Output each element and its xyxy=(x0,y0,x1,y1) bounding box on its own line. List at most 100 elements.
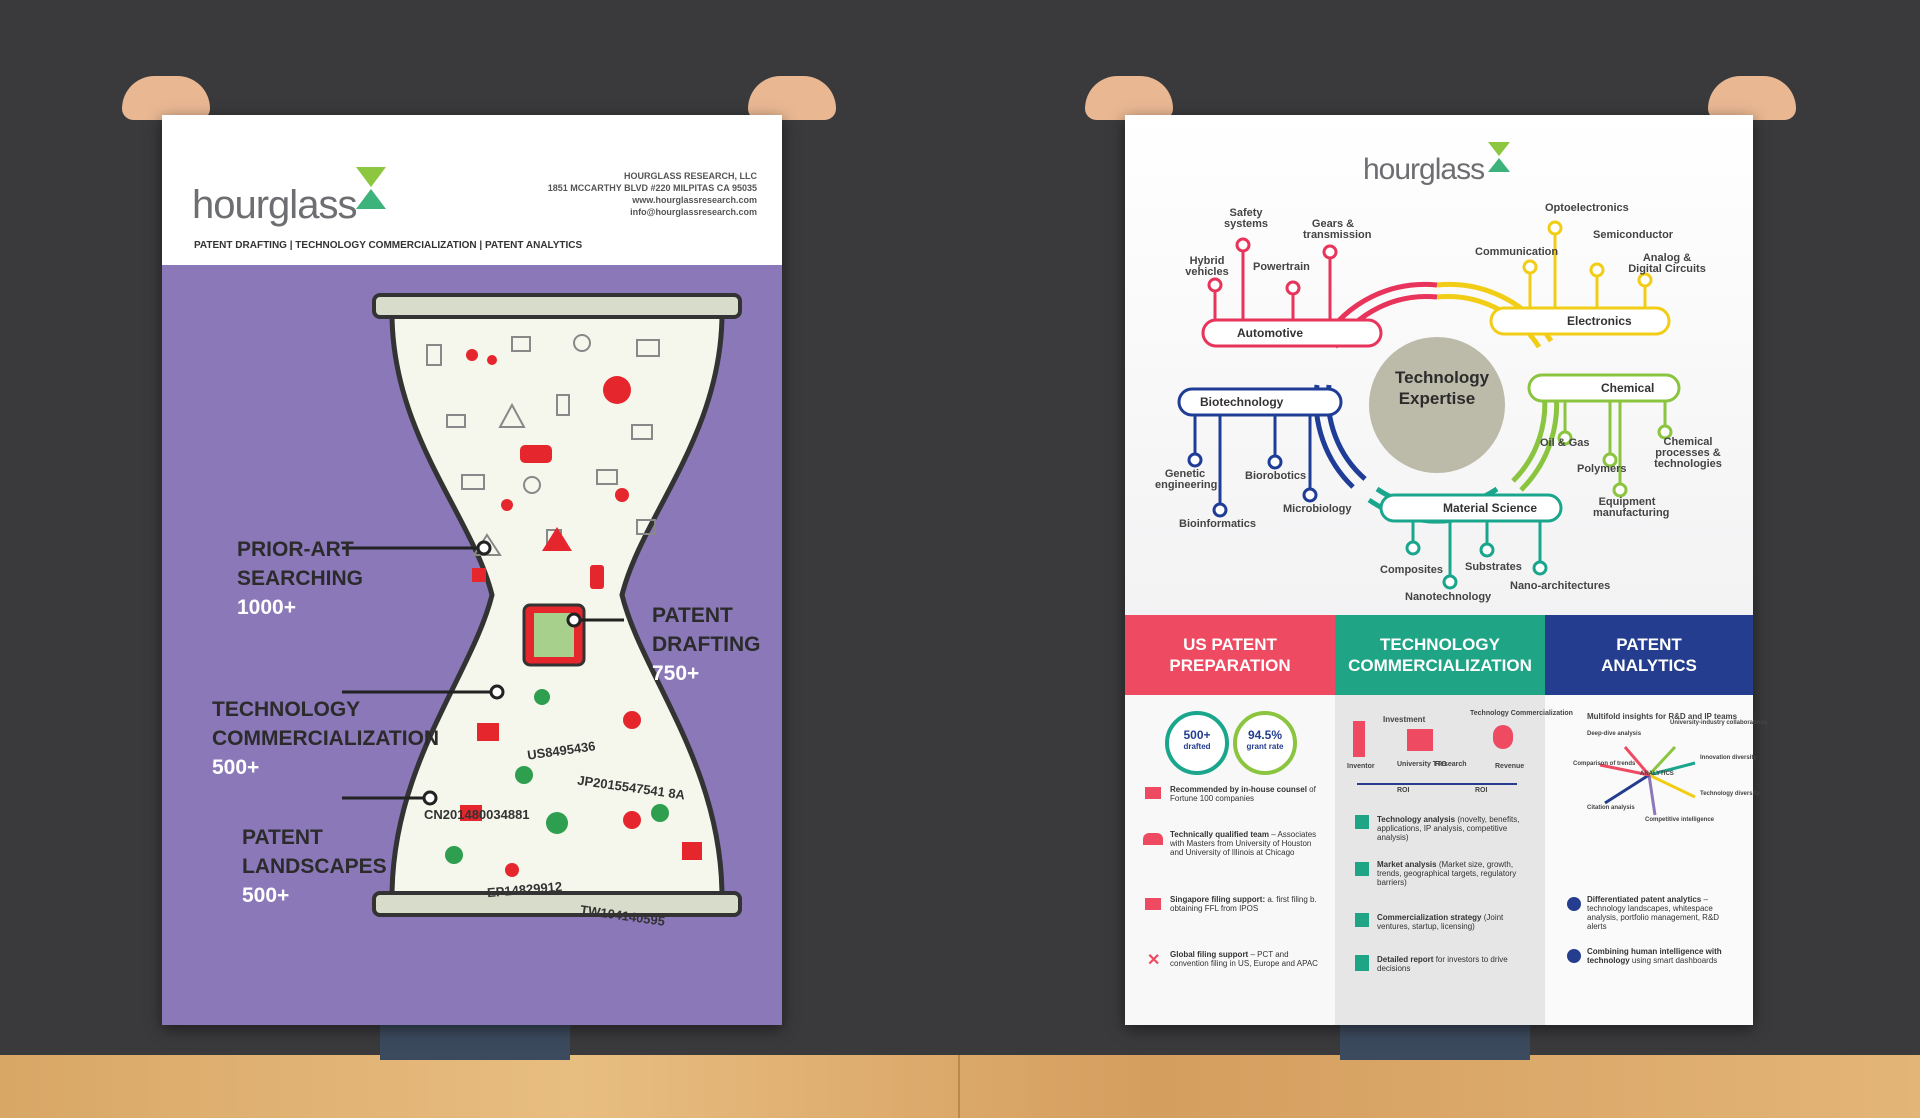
tc-university-icon xyxy=(1407,729,1433,751)
node-composites: Composites xyxy=(1380,564,1443,576)
team-icon xyxy=(1143,833,1163,845)
label-landscapes-1: PATENT xyxy=(242,826,323,849)
tech-comm-header xyxy=(1335,615,1545,695)
analytics-hex-diagram xyxy=(1599,745,1696,816)
analytics-center: ANALYTICS xyxy=(1640,771,1674,777)
us-feature-3-text: a. first filing b. obtaining FFL from IP… xyxy=(1170,895,1317,913)
chart-icon xyxy=(1355,815,1369,829)
thumbs-up-icon xyxy=(1145,787,1161,799)
tc-roi-line xyxy=(1357,783,1517,785)
node-genetic-engineering: Genetic engineering xyxy=(1155,468,1218,491)
tc-label: Technology Commercialization xyxy=(1470,710,1573,717)
analytics-node-3: Innovation diversity xyxy=(1700,755,1757,761)
analytics-intro: Multifold insights for R&D and IP teams xyxy=(1587,712,1738,721)
strategy-icon xyxy=(1355,913,1369,927)
label-drafting-count: 750+ xyxy=(652,662,700,685)
hourglass-logo-icon-2 xyxy=(1488,142,1510,172)
tc-university: University TTO xyxy=(1397,761,1447,768)
clipboard-icon xyxy=(1355,955,1369,971)
node-bioinformatics: Bioinformatics xyxy=(1179,518,1257,530)
label-prior-art-2: SEARCHING xyxy=(237,567,364,590)
legs-right xyxy=(1340,1020,1530,1060)
node-chemical-processes: Chemical processes & technologies xyxy=(1654,436,1722,470)
hand-left-1 xyxy=(122,76,210,120)
brand-logo-text-2: hourglass xyxy=(1363,153,1485,186)
category-chemical: Chemical xyxy=(1601,381,1655,395)
us-feature-4-bold: Global filing support xyxy=(1170,950,1249,959)
label-drafting-1: PATENT xyxy=(652,604,733,627)
label-landscapes-2: LANDSCAPES xyxy=(242,855,387,878)
analytics-node-1: Deep-dive analysis xyxy=(1587,731,1642,737)
stat-drafted-value: 500+ xyxy=(1183,728,1211,742)
label-drafting-2: DRAFTING xyxy=(652,633,761,656)
us-feature-4-text: – PCT and convention filing in US, Europ… xyxy=(1170,950,1318,968)
company-website: www.hourglassresearch.com xyxy=(632,195,757,205)
wooden-floor xyxy=(0,1055,1920,1118)
us-patent-header xyxy=(1125,615,1335,695)
tc-roi-1: ROI xyxy=(1397,787,1410,794)
hourglass-illustration xyxy=(342,293,742,917)
label-tech-comm-2: COMMERCIALIZATION xyxy=(212,727,440,750)
folder-icon xyxy=(1145,898,1161,910)
us-feature-1-bold: Recommended by in-house counsel xyxy=(1170,785,1307,794)
tech-comm-title-1: TECHNOLOGY xyxy=(1380,635,1500,654)
node-safety-systems: Safety systems xyxy=(1223,207,1269,230)
node-hybrid-vehicles: Hybrid vehicles xyxy=(1185,255,1229,278)
label-tech-comm-count: 500+ xyxy=(212,756,260,779)
us-feature-1-text: of Fortune 100 companies xyxy=(1170,785,1316,803)
poster-technology-right: hourglass xyxy=(1125,115,1767,1025)
brain-icon xyxy=(1567,949,1581,963)
node-biorobotics: Biorobotics xyxy=(1245,470,1307,482)
node-analog-digital: Analog & Digital Circuits xyxy=(1628,252,1706,275)
analytics-node-4: Technology diversity xyxy=(1700,791,1760,797)
legs-left xyxy=(380,1020,570,1060)
tc-feature-1-bold: Technology analysis xyxy=(1377,815,1456,824)
analytics-node-2: University-industry collaborations xyxy=(1670,720,1768,726)
stat-grant-value: 94.5% xyxy=(1247,728,1283,742)
analytics-node-7: Comparison of trends xyxy=(1573,761,1636,767)
stat-grant-caption: grant rate xyxy=(1246,742,1284,751)
analytics-node-6: Citation analysis xyxy=(1587,805,1635,811)
node-powertrain: Powertrain xyxy=(1253,261,1310,273)
tc-feature-2-text: (Market size, growth, trends, geographic… xyxy=(1377,860,1517,887)
tc-revenue-icon xyxy=(1493,725,1513,749)
node-nano-architectures: Nano-architectures xyxy=(1510,580,1611,592)
label-landscapes-count: 500+ xyxy=(242,884,290,907)
node-semiconductor: Semiconductor xyxy=(1593,229,1674,241)
center-title-1: Technology xyxy=(1395,368,1490,387)
analytics-header xyxy=(1545,615,1753,695)
an-feature-2-text: using smart dashboards xyxy=(1629,956,1718,965)
tech-comm-title-2: COMMERCIALIZATION xyxy=(1348,656,1532,675)
technology-wheel xyxy=(1177,220,1681,590)
presentation-icon xyxy=(1355,862,1369,876)
tc-feature-3-bold: Commercialization strategy xyxy=(1377,913,1482,922)
node-microbiology: Microbiology xyxy=(1283,503,1352,515)
node-gears-transmission: Gears & transmission xyxy=(1303,218,1372,241)
us-feature-2-text: – Associates with Masters from Universit… xyxy=(1170,830,1317,857)
analytics-title-1: PATENT xyxy=(1616,635,1682,654)
company-email: info@hourglassresearch.com xyxy=(630,207,757,217)
poster-hourglass-left: hourglass HOURGLASS RESEARCH, LLC 1851 M… xyxy=(162,115,782,1025)
hand-left-2 xyxy=(1085,76,1173,120)
node-oil-gas: Oil & Gas xyxy=(1540,437,1590,449)
tc-feature-4-text: for investors to drive decisions xyxy=(1377,955,1508,973)
category-material-science: Material Science xyxy=(1443,501,1538,515)
tc-investment: Investment xyxy=(1383,715,1426,724)
us-patent-title-2: PREPARATION xyxy=(1169,656,1291,675)
category-automotive: Automotive xyxy=(1237,326,1303,340)
tc-feature-2-bold: Market analysis xyxy=(1377,860,1437,869)
analytics-title-2: ANALYTICS xyxy=(1601,656,1697,675)
globe-icon xyxy=(1567,897,1581,911)
hourglass-logo-icon xyxy=(356,167,386,209)
an-feature-1-text: – technology landscapes, whitespace anal… xyxy=(1587,895,1720,931)
us-feature-3-bold: Singapore filing support: xyxy=(1170,895,1266,904)
an-feature-2-bold: Combining human intelligence with techno… xyxy=(1587,947,1722,965)
hand-right-2 xyxy=(1708,76,1796,120)
tc-research: Research xyxy=(1435,761,1467,768)
category-biotechnology: Biotechnology xyxy=(1200,395,1284,409)
tc-inventor: Inventor xyxy=(1347,763,1375,770)
tc-roi-2: ROI xyxy=(1475,787,1488,794)
stat-drafted-circle: 500+ drafted xyxy=(1165,711,1229,775)
category-electronics: Electronics xyxy=(1567,314,1632,328)
company-address: 1851 MCCARTHY BLVD #220 MILPITAS CA 9503… xyxy=(547,183,757,193)
